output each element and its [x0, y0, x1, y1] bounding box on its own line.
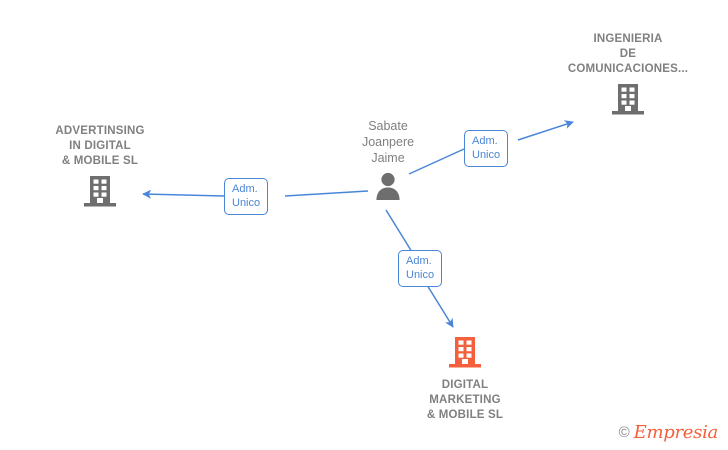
building-icon: [610, 81, 646, 122]
node-person-sabate-joanpere-jaime[interactable]: Sabate Joanpere Jaime: [303, 118, 473, 207]
brand-rest: mpresia: [646, 422, 719, 443]
node-ingenieria[interactable]: INGENIERIA DE COMUNICACIONES...: [543, 32, 713, 122]
edge-person-to-digital-marketing: [385, 209, 454, 328]
node-person-label: Sabate Joanpere Jaime: [361, 119, 415, 165]
edge-label-digital-marketing[interactable]: Adm. Unico: [398, 250, 443, 287]
node-advertinsing[interactable]: ADVERTINSING IN DIGITAL & MOBILE SL: [15, 124, 185, 214]
edge-label-ingenieria[interactable]: Adm. Unico: [464, 130, 509, 167]
watermark-empresia: © Empresia: [618, 422, 719, 443]
brand-initial: E: [633, 422, 647, 443]
edge-person-to-ingenieria: [408, 120, 574, 175]
edge-label-advertinsing[interactable]: Adm. Unico: [224, 178, 269, 215]
person-icon: [372, 170, 404, 207]
brand-wordmark: Empresia: [633, 422, 719, 443]
building-icon: [82, 173, 118, 214]
copyright-icon: ©: [618, 424, 630, 441]
edge-person-to-advertinsing: [142, 189, 369, 199]
node-advertinsing-label: ADVERTINSING IN DIGITAL & MOBILE SL: [55, 125, 145, 167]
building-icon: [447, 334, 483, 375]
node-digital-marketing-label: DIGITAL MARKETING & MOBILE SL: [426, 379, 504, 421]
node-digital-marketing[interactable]: DIGITAL MARKETING & MOBILE SL: [380, 334, 550, 423]
node-ingenieria-label: INGENIERIA DE COMUNICACIONES...: [567, 33, 689, 75]
